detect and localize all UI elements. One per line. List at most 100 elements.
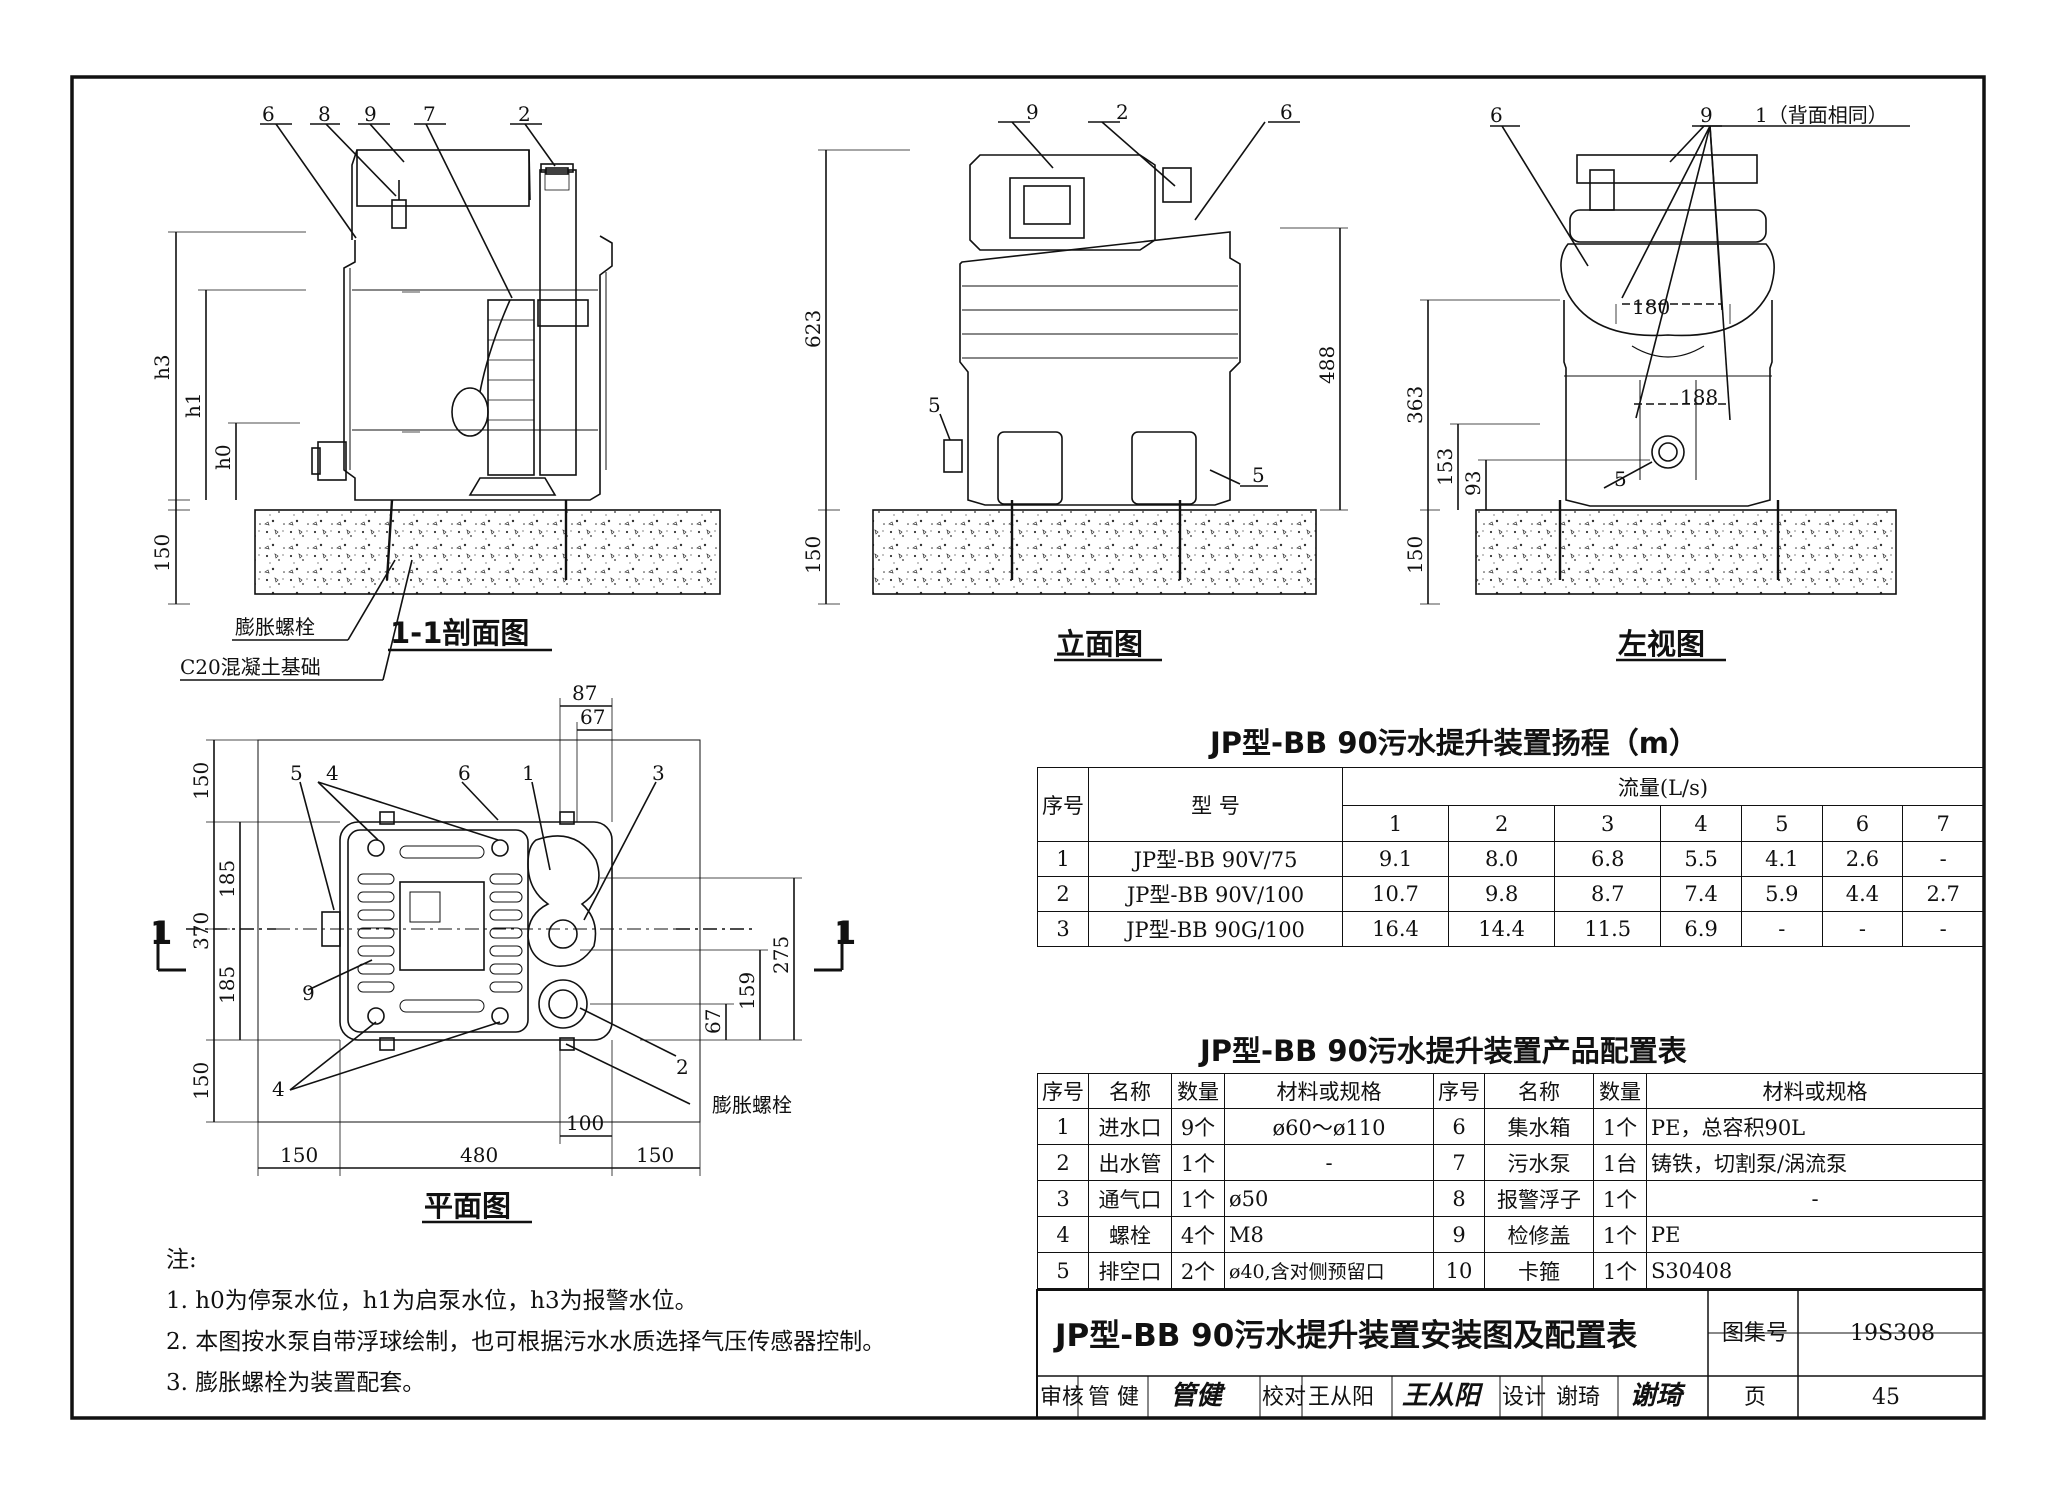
config-cell: 进水口 [1088,1108,1172,1145]
head-cell: 5.9 [1740,876,1823,912]
head-cell: 8.7 [1554,876,1662,912]
config-cell: 3 [1037,1180,1089,1217]
table-row: 1 进水口 9个 ø60～ø110 6 集水箱 1个 PE，总容积90L [1037,1108,1984,1145]
config-cell: 10 [1433,1252,1485,1289]
config-header: 序号 [1037,1073,1089,1109]
config-cell: 6 [1433,1108,1485,1145]
config-cell: M8 [1224,1216,1434,1253]
config-cell: 5 [1037,1252,1089,1289]
table-row: 2 出水管 1个 - 7 污水泵 1台 铸铁，切割泵/涡流泵 [1037,1144,1984,1181]
notes: 注: 1. h0为停泵水位，h1为启泵水位，h3为报警水位。 2. 本图按水泵自… [166,1240,885,1404]
atlas-label: 图集号 [1722,1321,1788,1346]
left-dim-363: 363 [1403,386,1427,424]
plan-dim-150-left: 150 [280,1143,318,1167]
plan-dim-150-right: 150 [636,1143,674,1167]
section-label-bolt: 膨胀螺栓 [235,615,315,639]
head-cell: 1 [1037,841,1089,877]
head-cell: 9.1 [1341,841,1450,877]
drawing-frame [70,75,1986,1420]
reviewer-signature: 管健 [1170,1381,1226,1411]
note-item-3: 3. 膨胀螺栓为装置配套。 [166,1370,426,1396]
table-row: 3 通气口 1个 ø50 8 报警浮子 1个 - [1037,1180,1984,1217]
config-header: 名称 [1088,1073,1172,1109]
left-foundation [1475,509,1897,595]
notes-heading: 注: [166,1247,197,1273]
config-cell: 1个 [1171,1144,1225,1181]
head-table-title: JP型-BB 90污水提升装置扬程（m） [1210,726,1698,760]
config-cell: 1 [1037,1108,1089,1145]
plan-dim-480: 480 [460,1143,498,1167]
page-number: 45 [1872,1385,1900,1410]
head-cell: JP型-BB 90G/100 [1088,911,1343,947]
table-row: 1 JP型-BB 90V/75 9.1 8.0 6.8 5.5 4.1 2.6 … [1037,841,1984,877]
head-cell: 16.4 [1341,911,1450,947]
elevation-callout-5-left: 5 [928,393,941,417]
check-label: 校对 [1262,1385,1306,1410]
config-cell: 8 [1433,1180,1485,1217]
head-cell: 11.5 [1554,911,1662,947]
left-callout-5: 5 [1614,467,1627,491]
config-cell: ø50 [1224,1180,1434,1217]
plan-label-bolt: 膨胀螺栓 [712,1093,792,1117]
section-label-foundation: C20混凝土基础 [180,655,321,679]
config-header: 序号 [1433,1073,1485,1109]
config-cell: - [1224,1144,1434,1181]
head-cell: - [1821,911,1904,947]
config-cell: 4个 [1171,1216,1225,1253]
config-header: 数量 [1171,1073,1225,1109]
plan-callout-4-bottom: 4 [272,1077,285,1101]
designer-signature: 谢琦 [1630,1381,1686,1411]
head-cell: 6.8 [1554,841,1662,877]
plan-dim-185-top: 185 [215,860,239,898]
config-cell: 出水管 [1088,1144,1172,1181]
config-cell: 4 [1037,1216,1089,1253]
elevation-callout-6: 6 [1280,100,1293,124]
plan-texts: 5 4 6 1 3 9 4 2 87 67 150 370 185 185 15… [189,681,793,1167]
head-cell: 9.8 [1448,876,1556,912]
left-dim-153: 153 [1433,448,1457,486]
head-cell: - [1902,911,1984,947]
config-cell: 检修盖 [1484,1216,1594,1253]
plan-callout-6: 6 [458,761,471,785]
checker-signature: 王从阳 [1402,1381,1484,1411]
config-cell: 螺栓 [1088,1216,1172,1253]
config-header: 名称 [1484,1073,1594,1109]
table-row: 4 螺栓 4个 M8 9 检修盖 1个 PE [1037,1216,1984,1253]
section-callout-6: 6 [262,102,275,126]
config-cell: 1个 [1593,1180,1647,1217]
section-dim-h1: h1 [181,392,205,418]
note-item-2: 2. 本图按水泵自带浮球绘制，也可根据污水水质选择气压传感器控制。 [166,1329,886,1355]
plan-view [156,698,844,1176]
plan-dim-275: 275 [769,936,793,974]
left-callout-1: 1（背面相同） [1755,103,1888,127]
head-col-flow: 流量(L/s) [1342,767,1984,806]
left-callout-6: 6 [1490,103,1503,127]
reviewer-name: 管 健 [1088,1385,1139,1410]
config-cell: - [1646,1180,1984,1217]
left-dim-93: 93 [1461,471,1485,496]
head-flow-3: 3 [1554,805,1662,842]
elevation-texts: 9 2 6 5 5 623 488 150 [801,100,1339,574]
config-cell: 9 [1433,1216,1485,1253]
table-row: 2 JP型-BB 90V/100 10.7 9.8 8.7 7.4 5.9 4.… [1037,876,1984,912]
config-cell: 通气口 [1088,1180,1172,1217]
head-flow-2: 2 [1448,805,1556,842]
config-cell: 集水箱 [1484,1108,1594,1145]
config-table-title: JP型-BB 90污水提升装置产品配置表 [1200,1034,1687,1068]
head-cell: JP型-BB 90V/100 [1088,876,1343,912]
config-cell: 1个 [1593,1108,1647,1145]
elevation-dim-150: 150 [801,536,825,574]
config-cell: 1个 [1171,1180,1225,1217]
plan-dim-150-bottom: 150 [189,1062,213,1100]
head-cell: - [1902,841,1984,877]
config-cell: 1个 [1593,1216,1647,1253]
config-cell: ø40,含对侧预留口 [1224,1252,1434,1289]
config-cell: 1个 [1593,1252,1647,1289]
head-cell: JP型-BB 90V/75 [1088,841,1343,877]
left-callout-9: 9 [1700,103,1713,127]
plan-dim-67-right: 67 [701,1009,725,1034]
config-table: 序号 名称 数量 材料或规格 序号 名称 数量 材料或规格 1 进水口 9个 ø… [1037,1073,1984,1289]
note-item-1: 1. h0为停泵水位，h1为启泵水位，h3为报警水位。 [166,1288,698,1314]
atlas-number: 19S308 [1850,1321,1935,1346]
head-col-model: 型 号 [1088,767,1343,842]
